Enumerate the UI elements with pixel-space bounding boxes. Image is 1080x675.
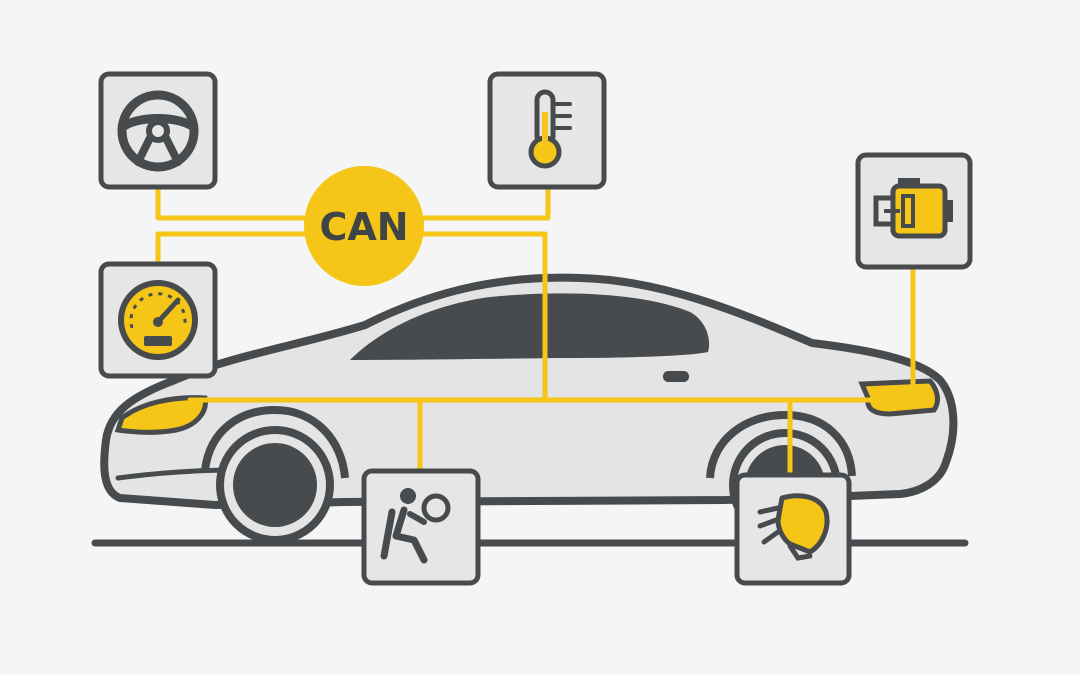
door-handle xyxy=(663,371,689,382)
wire-steering xyxy=(158,188,310,218)
node-airbag xyxy=(364,471,478,583)
node-box xyxy=(364,471,478,583)
speedometer-icon xyxy=(121,283,195,357)
can-hub-label: CAN xyxy=(319,205,408,249)
node-engine xyxy=(858,155,970,267)
node-lighting xyxy=(737,475,849,583)
front-wheel-hub xyxy=(233,443,317,527)
wire-climate xyxy=(418,188,548,218)
node-steering xyxy=(101,74,215,187)
node-dashboard xyxy=(101,264,215,376)
node-climate xyxy=(490,74,604,187)
wire-dashboard xyxy=(158,234,306,262)
can-hub: CAN xyxy=(304,166,424,286)
